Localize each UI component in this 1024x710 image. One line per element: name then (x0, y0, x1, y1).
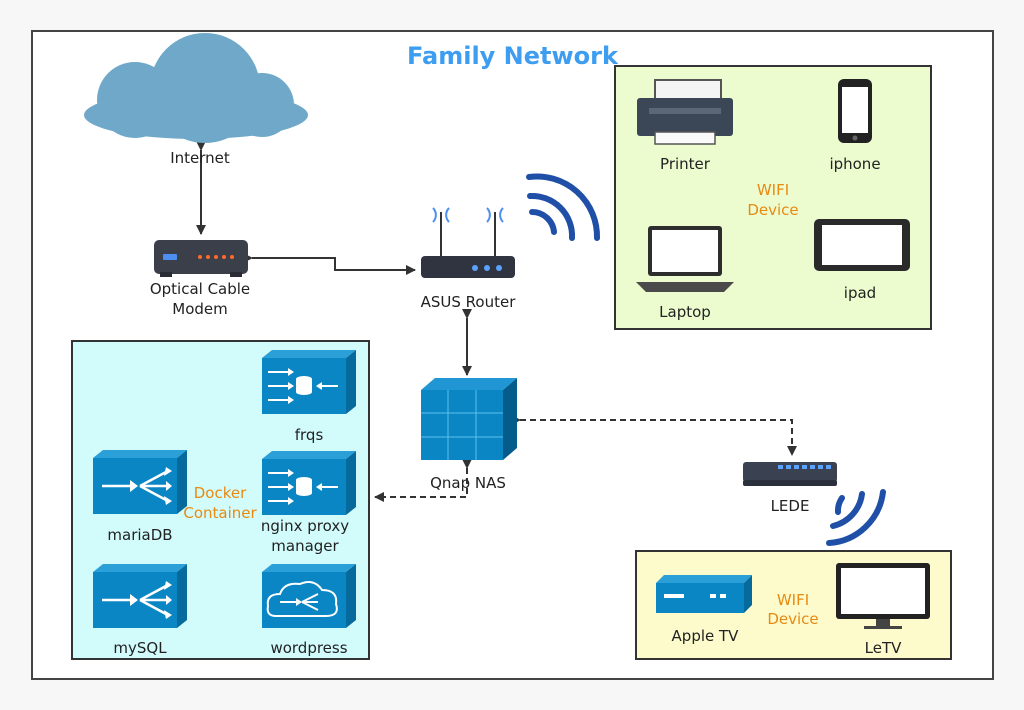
frqs-container-icon (262, 350, 356, 414)
wifi-signal-icon (526, 173, 601, 241)
nas-icon (421, 378, 517, 460)
apple-tv-label: Apple TV (671, 627, 739, 645)
mysql-label: mySQL (113, 639, 167, 657)
modem-label-line2: Modem (172, 300, 228, 318)
iphone-icon (838, 79, 872, 143)
wifi-device-label-bottom-line1: WIFI (776, 591, 810, 609)
internet-label: Internet (170, 149, 230, 167)
router-icon (421, 207, 515, 278)
wordpress-container-icon (262, 564, 356, 628)
cloud-icon (84, 33, 308, 143)
apple-tv-icon (656, 575, 752, 613)
ipad-label: ipad (843, 284, 877, 302)
diagram-title: Family Network (407, 42, 618, 70)
frqs-label: frqs (294, 426, 324, 444)
wifi-signal-icon-lede (826, 489, 886, 546)
wifi-device-label-top-line1: WIFI (756, 181, 790, 199)
laptop-label: Laptop (659, 303, 711, 321)
wifi-device-label-top-line2: Device (747, 201, 799, 219)
letv-monitor-icon (836, 563, 930, 629)
router-label: ASUS Router (420, 293, 516, 311)
lede-switch-icon (743, 462, 837, 486)
letv-label: LeTV (864, 639, 902, 657)
mariadb-container-icon (93, 450, 187, 514)
modem-label-line1: Optical Cable (149, 280, 251, 298)
nas-label: Qnap NAS (430, 474, 506, 492)
nginx-proxy-manager-container-icon (262, 451, 356, 515)
iphone-label: iphone (829, 155, 881, 173)
nginx-label-line2: manager (271, 537, 339, 555)
laptop-icon (636, 226, 734, 292)
wifi-device-label-bottom-line2: Device (767, 610, 819, 628)
modem-icon (154, 240, 248, 277)
lede-label: LEDE (770, 497, 810, 515)
docker-container-label-line2: Container (183, 504, 257, 522)
nginx-label-line1: nginx proxy (260, 517, 350, 535)
printer-icon (637, 79, 733, 145)
mariadb-label: mariaDB (107, 526, 173, 544)
connector-nas-docker (374, 459, 472, 502)
ipad-icon (814, 219, 910, 271)
connector-modem-router (243, 253, 416, 275)
mysql-container-icon (93, 564, 187, 628)
docker-container-label-line1: Docker (193, 484, 247, 502)
wordpress-label: wordpress (270, 639, 348, 657)
printer-label: Printer (660, 155, 710, 173)
connector-nas-lede (511, 415, 797, 456)
